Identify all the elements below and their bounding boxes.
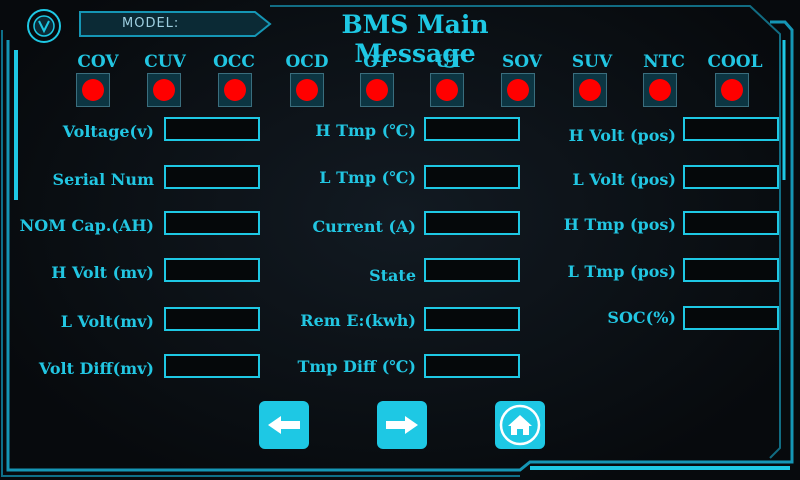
status-led-ut: [430, 73, 464, 107]
h-tmp-field[interactable]: [424, 117, 520, 141]
flag-label-ocd: OCD: [285, 52, 329, 72]
h-tmp-pos-label: H Tmp (pos): [563, 215, 676, 234]
serial-num-label: Serial Num: [52, 170, 154, 189]
alarm-indicator-icon: [507, 79, 529, 101]
alarm-indicator-icon: [153, 79, 175, 101]
status-led-occ: [218, 73, 252, 107]
alarm-indicator-icon: [366, 79, 388, 101]
status-led-cov: [76, 73, 110, 107]
tmp-diff-field[interactable]: [424, 354, 520, 378]
status-led-cool: [715, 73, 749, 107]
flag-label-suv: SUV: [571, 52, 613, 72]
nom-cap-field[interactable]: [164, 211, 260, 235]
l-volt-pos-field[interactable]: [683, 165, 779, 189]
arrow-right-icon: [386, 416, 418, 434]
page-title: BMS Main Message: [341, 10, 489, 68]
tmp-diff-label: Tmp Diff (℃): [297, 357, 416, 376]
flag-label-ut: UT: [435, 52, 463, 72]
alarm-indicator-icon: [721, 79, 743, 101]
l-volt-pos-label: L Volt (pos): [572, 170, 676, 189]
next-page-button[interactable]: [377, 401, 427, 449]
flag-label-cuv: CUV: [144, 52, 186, 72]
h-volt-mv-field[interactable]: [164, 258, 260, 282]
h-tmp-pos-field[interactable]: [683, 211, 779, 235]
current-field[interactable]: [424, 211, 520, 235]
alarm-indicator-icon: [579, 79, 601, 101]
h-volt-pos-label: H Volt (pos): [568, 126, 676, 145]
status-led-ot: [360, 73, 394, 107]
flag-label-ot: OT: [363, 52, 391, 72]
alarm-indicator-icon: [296, 79, 318, 101]
state-field[interactable]: [424, 258, 520, 282]
flag-label-ntc: NTC: [643, 52, 685, 72]
status-led-suv: [573, 73, 607, 107]
nom-cap-label: NOM Cap.(AH): [19, 216, 154, 235]
flag-label-occ: OCC: [213, 52, 255, 72]
flag-label-sov: SOV: [502, 52, 542, 72]
l-tmp-pos-field[interactable]: [683, 258, 779, 282]
soc-field[interactable]: [683, 306, 779, 330]
h-volt-pos-field[interactable]: [683, 117, 779, 141]
l-tmp-field[interactable]: [424, 165, 520, 189]
volt-diff-label: Volt Diff(mv): [38, 359, 154, 378]
l-tmp-label: L Tmp (℃): [319, 168, 416, 187]
current-label: Current (A): [312, 217, 416, 236]
flag-label-cool: COOL: [707, 52, 763, 72]
state-label: State: [369, 266, 416, 285]
rem-e-field[interactable]: [424, 307, 520, 331]
h-tmp-label: H Tmp (℃): [315, 121, 416, 140]
model-label: MODEL:: [122, 16, 180, 31]
flag-label-cov: COV: [77, 52, 119, 72]
alarm-indicator-icon: [224, 79, 246, 101]
voltage-label: Voltage(v): [62, 122, 154, 141]
l-volt-mv-field[interactable]: [164, 307, 260, 331]
serial-num-field[interactable]: [164, 165, 260, 189]
l-tmp-pos-label: L Tmp (pos): [567, 262, 676, 281]
h-volt-mv-label: H Volt (mv): [51, 263, 154, 282]
brand-logo-icon: [27, 9, 61, 43]
prev-page-button[interactable]: [259, 401, 309, 449]
arrow-left-icon: [268, 416, 300, 434]
volt-diff-field[interactable]: [164, 354, 260, 378]
status-led-cuv: [147, 73, 181, 107]
status-led-ocd: [290, 73, 324, 107]
rem-e-label: Rem E:(kwh): [300, 311, 416, 330]
status-led-ntc: [643, 73, 677, 107]
voltage-field[interactable]: [164, 117, 260, 141]
status-led-sov: [501, 73, 535, 107]
home-icon: [499, 404, 541, 446]
home-button[interactable]: [495, 401, 545, 449]
soc-label: SOC(%): [607, 308, 676, 327]
l-volt-mv-label: L Volt(mv): [60, 312, 154, 331]
alarm-indicator-icon: [436, 79, 458, 101]
alarm-indicator-icon: [82, 79, 104, 101]
alarm-indicator-icon: [649, 79, 671, 101]
